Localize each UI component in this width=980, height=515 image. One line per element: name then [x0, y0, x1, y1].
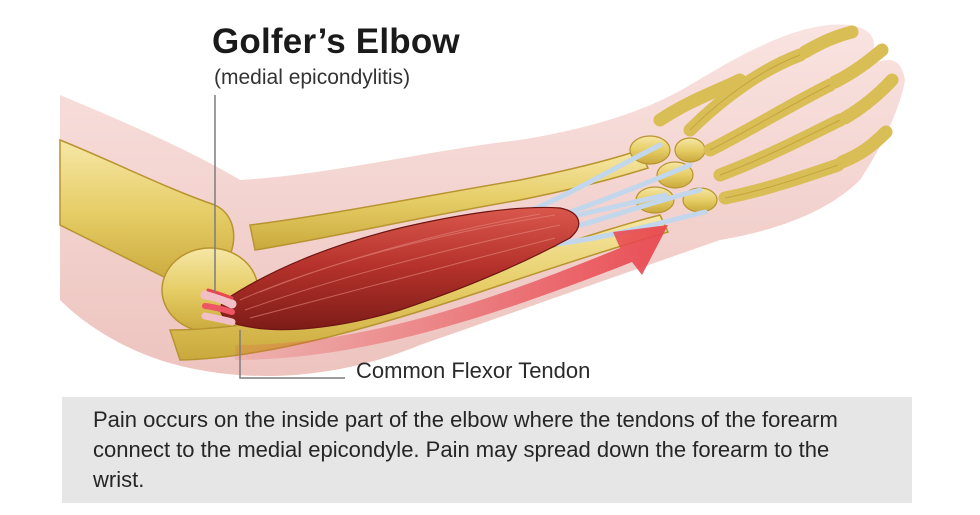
finger-bone-outline	[689, 54, 841, 199]
diagram-title: Golfer’s Elbow	[212, 22, 460, 61]
common-flexor-tendon-label: Common Flexor Tendon	[356, 358, 591, 383]
muscle-fibers	[239, 213, 561, 319]
pain-arrow	[235, 225, 668, 360]
caption-text: Pain occurs on the inside part of the el…	[93, 407, 838, 492]
common-flexor-tendon	[200, 288, 237, 326]
caption-box: Pain occurs on the inside part of the el…	[62, 397, 912, 503]
diagram-subtitle: (medial epicondylitis)	[214, 66, 411, 89]
radius-bone	[249, 149, 650, 251]
callout-leader-line	[239, 330, 345, 379]
flexor-muscle	[219, 206, 580, 331]
